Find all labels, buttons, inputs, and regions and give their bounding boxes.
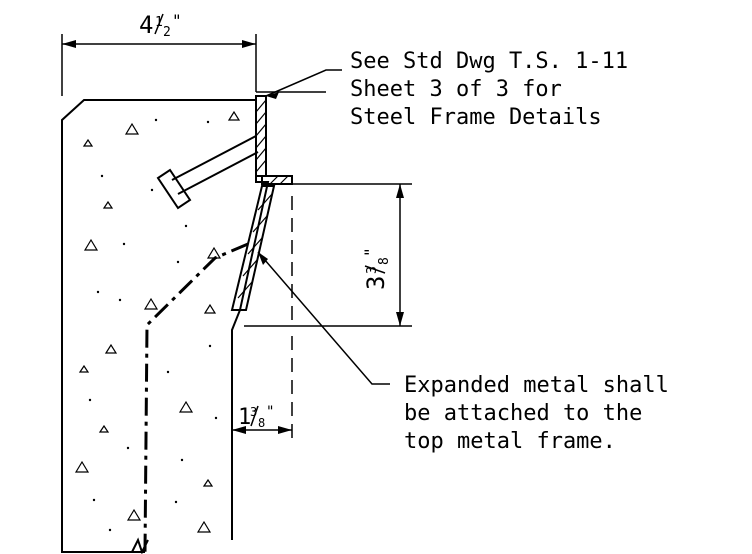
dim-bottom-whole: 1	[238, 405, 251, 430]
dim-bottom-num: 3	[250, 405, 257, 419]
dim-top-whole: 4	[139, 11, 153, 39]
dim-bottom-den: 8	[258, 416, 265, 430]
aggregate-dots	[88, 118, 218, 532]
break-line	[131, 537, 149, 554]
dimension-top-width: 4 1 2 "	[139, 11, 182, 40]
dim-bottom-unit: "	[266, 404, 274, 420]
dim-height-den: 8	[377, 257, 392, 265]
aggregate-symbols	[74, 110, 241, 533]
dimension-height: 3 3 8 "	[361, 247, 392, 290]
dim-height-num: 3	[365, 266, 380, 274]
frame-note-line-1: See Std Dwg T.S. 1-11	[350, 49, 628, 74]
metal-note-line-3: top metal frame.	[404, 429, 616, 454]
expanded-metal-note: Expanded metal shall be attached to the …	[404, 373, 669, 454]
expanded-metal-line	[143, 242, 249, 553]
leader-lines	[257, 69, 390, 385]
frame-note-line-3: Steel Frame Details	[350, 105, 602, 130]
steel-frame-plate	[255, 95, 267, 177]
frame-hatching	[237, 99, 289, 299]
dimension-lines	[61, 34, 412, 440]
metal-note-line-1: Expanded metal shall	[404, 373, 669, 398]
dimension-arrows	[62, 40, 404, 434]
concrete-section-outline	[61, 99, 270, 553]
metal-note-line-2: be attached to the	[404, 401, 642, 426]
dim-height-unit: "	[361, 247, 380, 257]
anchor-stud	[156, 135, 259, 210]
dimension-bottom-width: 1 3 8 "	[238, 404, 274, 430]
dim-top-den: 2	[163, 25, 171, 40]
frame-details-note: See Std Dwg T.S. 1-11 Sheet 3 of 3 for S…	[350, 49, 628, 130]
frame-note-line-2: Sheet 3 of 3 for	[350, 77, 562, 102]
dim-top-unit: "	[172, 11, 182, 30]
dim-height-whole: 3	[362, 276, 390, 290]
steel-frame-angle	[230, 185, 276, 311]
